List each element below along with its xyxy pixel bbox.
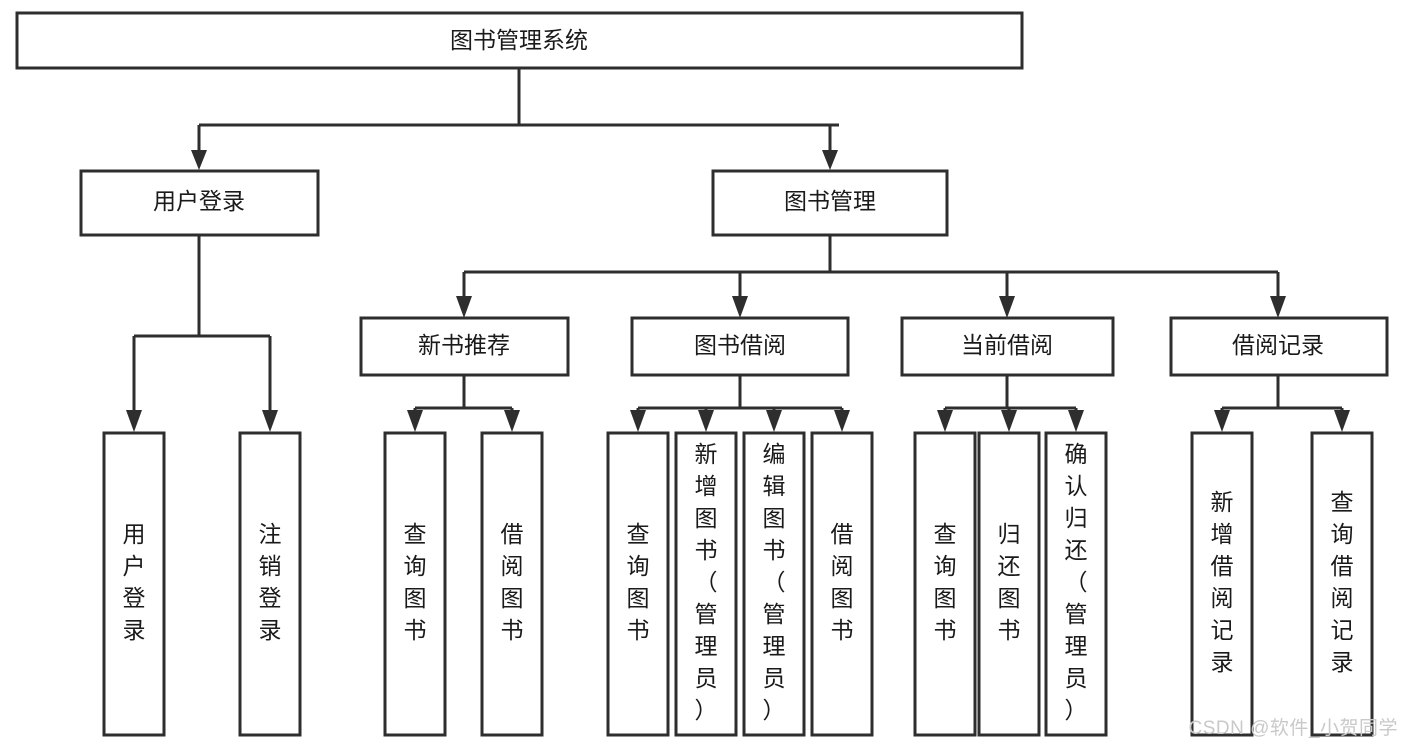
node-leaf-edit-book[interactable]: 编辑图书（管理员） — [742, 431, 806, 737]
arrow-head-leaf-borrow-book-2 — [834, 410, 850, 432]
node-root[interactable]: 图书管理系统 — [15, 11, 1024, 70]
node-leaf-edit-book-box[interactable] — [742, 431, 806, 737]
arrow-head-leaf-query-book-1 — [407, 410, 423, 432]
node-leaf-add-book[interactable]: 新增图书（管理员） — [674, 431, 738, 737]
node-leaf-user-login-label: 用户登录 — [123, 521, 146, 643]
arrow-head-current-borrow — [999, 296, 1015, 318]
arrow-head-leaf-edit-book — [766, 410, 782, 432]
node-borrow-record[interactable]: 借阅记录 — [1169, 316, 1389, 377]
node-user-login-box[interactable] — [79, 169, 320, 237]
node-leaf-borrow-book-2-box[interactable] — [810, 431, 874, 737]
arrow-head-leaf-query-book-2 — [630, 410, 646, 432]
node-leaf-confirm-return-label: 确认归还（管理员） — [1065, 441, 1088, 723]
node-book-manage-box[interactable] — [711, 169, 949, 237]
connector-current-borrow-to-leaves — [937, 375, 1084, 432]
arrow-head-book-borrow — [732, 296, 748, 318]
node-leaf-confirm-return[interactable]: 确认归还（管理员） — [1044, 431, 1108, 737]
arrow-head-leaf-query-record — [1334, 410, 1350, 432]
node-leaf-query-book-3-label: 查询图书 — [934, 521, 957, 643]
node-new-book-recommend-box[interactable] — [359, 316, 570, 377]
node-book-borrow-label: 图书借阅 — [694, 332, 786, 358]
node-leaf-query-book-2-label: 查询图书 — [627, 521, 650, 643]
node-book-manage[interactable]: 图书管理 — [711, 169, 949, 237]
node-leaf-return-book[interactable]: 归还图书 — [977, 431, 1041, 737]
watermark-label: CSDN @软件_小贺同学 — [1189, 717, 1398, 739]
connector-book-borrow-to-leaves — [630, 375, 850, 432]
node-book-manage-label: 图书管理 — [784, 188, 876, 214]
node-leaf-confirm-return-box[interactable] — [1044, 431, 1108, 737]
node-leaf-query-book-1-box[interactable] — [383, 431, 447, 737]
connector-new-book-recommend-to-leaves — [407, 375, 520, 432]
node-leaf-return-book-label: 归还图书 — [998, 521, 1021, 643]
node-book-borrow[interactable]: 图书借阅 — [630, 316, 850, 377]
node-current-borrow[interactable]: 当前借阅 — [900, 316, 1115, 377]
node-leaf-borrow-book-2[interactable]: 借阅图书 — [810, 431, 874, 737]
node-leaf-query-book-2[interactable]: 查询图书 — [606, 431, 670, 737]
arrow-head-leaf-add-book — [698, 410, 714, 432]
node-leaf-add-record-label: 新增借阅记录 — [1211, 489, 1234, 675]
node-book-borrow-box[interactable] — [630, 316, 850, 377]
node-leaf-query-book-3-box[interactable] — [913, 431, 977, 737]
node-leaf-borrow-book-1[interactable]: 借阅图书 — [480, 431, 544, 737]
node-root-label: 图书管理系统 — [450, 27, 588, 53]
node-leaf-query-record[interactable]: 查询借阅记录 — [1310, 431, 1374, 737]
arrow-head-book-manage — [822, 150, 838, 170]
node-borrow-record-box[interactable] — [1169, 316, 1389, 377]
arrow-head-user-login — [191, 150, 207, 170]
node-leaf-query-book-1-label: 查询图书 — [404, 521, 427, 643]
node-leaf-user-login-box[interactable] — [102, 431, 166, 737]
node-current-borrow-box[interactable] — [900, 316, 1115, 377]
arrow-head-leaf-user-login — [126, 410, 142, 432]
arrow-head-leaf-confirm-return — [1068, 410, 1084, 432]
node-leaf-user-login[interactable]: 用户登录 — [102, 431, 166, 737]
connector-borrow-record-to-leaves — [1214, 375, 1350, 432]
arrow-head-new-book-recommend — [456, 296, 472, 318]
node-leaf-return-book-box[interactable] — [977, 431, 1041, 737]
arrow-head-borrow-record — [1270, 296, 1286, 318]
connector-user-login-to-leaves — [126, 235, 278, 432]
node-new-book-recommend-label: 新书推荐 — [418, 332, 510, 358]
node-leaf-borrow-book-1-box[interactable] — [480, 431, 544, 737]
node-leaf-query-record-box[interactable] — [1310, 431, 1374, 737]
node-leaf-user-logout[interactable]: 注销登录 — [238, 431, 302, 737]
arrow-head-leaf-add-record — [1214, 410, 1230, 432]
arrow-head-leaf-user-logout — [262, 410, 278, 432]
connector-book-manage-to-level2 — [456, 235, 1286, 318]
node-leaf-borrow-book-2-label: 借阅图书 — [831, 521, 854, 643]
node-leaf-query-book-1[interactable]: 查询图书 — [383, 431, 447, 737]
node-leaf-user-logout-box[interactable] — [238, 431, 302, 737]
node-root-box[interactable] — [15, 11, 1024, 70]
node-leaf-add-book-label: 新增图书（管理员） — [695, 441, 718, 723]
node-user-login-label: 用户登录 — [153, 188, 245, 214]
node-leaf-user-logout-label: 注销登录 — [259, 521, 282, 643]
node-leaf-query-book-3[interactable]: 查询图书 — [913, 431, 977, 737]
node-new-book-recommend[interactable]: 新书推荐 — [359, 316, 570, 377]
node-leaf-query-book-2-box[interactable] — [606, 431, 670, 737]
node-leaf-add-record[interactable]: 新增借阅记录 — [1190, 431, 1254, 737]
node-leaf-add-book-box[interactable] — [674, 431, 738, 737]
node-leaf-borrow-book-1-label: 借阅图书 — [501, 521, 524, 643]
node-leaf-edit-book-label: 编辑图书（管理员） — [763, 441, 786, 723]
arrow-head-leaf-borrow-book-1 — [504, 410, 520, 432]
node-user-login[interactable]: 用户登录 — [79, 169, 320, 237]
node-leaf-query-record-label: 查询借阅记录 — [1331, 489, 1354, 675]
node-borrow-record-label: 借阅记录 — [1232, 332, 1324, 358]
connector-root-to-level1 — [191, 69, 839, 170]
arrow-head-leaf-return-book — [1001, 410, 1017, 432]
node-current-borrow-label: 当前借阅 — [961, 332, 1053, 358]
arrow-head-leaf-query-book-3 — [937, 410, 953, 432]
node-leaf-add-record-box[interactable] — [1190, 431, 1254, 737]
